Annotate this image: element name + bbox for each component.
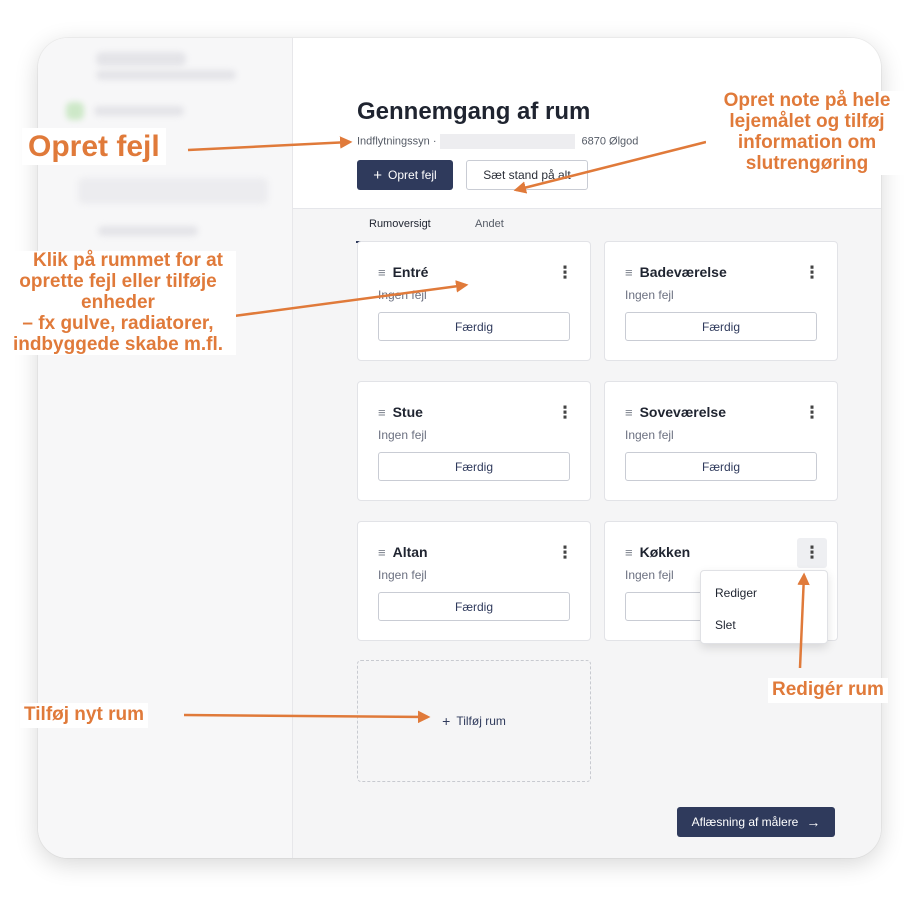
room-name: ≡ Soveværelse xyxy=(625,404,726,420)
room-card-altan[interactable]: ≡ Altan Ingen fejl ⋮ Færdig xyxy=(357,521,591,641)
room-status: Ingen fejl xyxy=(625,568,674,582)
room-card-entre[interactable]: ≡ Entré Ingen fejl ⋮ Færdig xyxy=(357,241,591,361)
drag-handle-icon[interactable]: ≡ xyxy=(625,544,633,560)
set-all-condition-button[interactable]: Sæt stand på alt xyxy=(466,160,588,190)
room-card-badevaerelse[interactable]: ≡ Badeværelse Ingen fejl ⋮ Færdig xyxy=(604,241,838,361)
room-status: Ingen fejl xyxy=(378,568,427,582)
room-name: ≡ Altan xyxy=(378,544,428,560)
room-name: ≡ Badeværelse xyxy=(625,264,727,280)
sidebar-blur xyxy=(96,52,186,66)
room-done-button[interactable]: Færdig xyxy=(378,452,570,481)
arrow-right-icon: → xyxy=(806,814,821,830)
room-name-label: Soveværelse xyxy=(639,404,726,420)
room-done-button[interactable]: Færdig xyxy=(378,312,570,341)
room-options-menu: Rediger Slet xyxy=(700,570,828,644)
page-title: Gennemgang af rum xyxy=(357,98,591,125)
plus-icon: + xyxy=(442,713,451,729)
room-name-label: Entré xyxy=(392,264,429,280)
sidebar-blur xyxy=(94,106,184,116)
room-name-label: Køkken xyxy=(639,544,691,560)
room-name-label: Badeværelse xyxy=(639,264,727,280)
drag-handle-icon[interactable]: ≡ xyxy=(378,264,386,280)
room-status: Ingen fejl xyxy=(625,288,674,302)
more-options-icon[interactable]: ⋮ xyxy=(803,403,821,422)
meter-reading-label: Aflæsning af målere xyxy=(691,815,799,829)
subtitle-suffix: 6870 Ølgod xyxy=(581,135,639,148)
room-card-stue[interactable]: ≡ Stue Ingen fejl ⋮ Færdig xyxy=(357,381,591,501)
room-status: Ingen fejl xyxy=(625,428,674,442)
room-name: ≡ Stue xyxy=(378,404,423,420)
create-error-label: Opret fejl xyxy=(388,168,437,182)
subtitle-prefix: Indflytningssyn · xyxy=(357,135,437,148)
more-options-icon[interactable]: ⋮ xyxy=(797,538,827,568)
room-done-button[interactable]: Færdig xyxy=(625,312,817,341)
create-error-button[interactable]: + Opret fejl xyxy=(357,160,453,190)
drag-handle-icon[interactable]: ≡ xyxy=(625,404,633,420)
annotation-click-room: Klik på rummet for at oprette fejl eller… xyxy=(0,250,236,356)
room-done-button[interactable]: Færdig xyxy=(378,592,570,621)
meter-reading-button[interactable]: Aflæsning af målere → xyxy=(677,807,835,837)
room-status: Ingen fejl xyxy=(378,428,427,442)
redacted-address xyxy=(440,134,576,149)
drag-handle-icon[interactable]: ≡ xyxy=(378,404,386,420)
more-options-icon[interactable]: ⋮ xyxy=(556,543,574,562)
room-name-label: Stue xyxy=(392,404,423,420)
annotation-line: – fx gulve, radiatorer, xyxy=(22,312,214,334)
room-card-sovevaerelse[interactable]: ≡ Soveværelse Ingen fejl ⋮ Færdig xyxy=(604,381,838,501)
annotation-line: enheder xyxy=(81,291,155,313)
menu-item-edit[interactable]: Rediger xyxy=(715,586,758,600)
add-room-button[interactable]: + Tilføj rum xyxy=(357,660,591,782)
annotation-add-room: Tilføj nyt rum xyxy=(20,703,148,728)
page-subtitle: Indflytningssyn · 6870 Ølgod xyxy=(357,134,638,149)
more-options-icon[interactable]: ⋮ xyxy=(803,263,821,282)
more-options-icon[interactable]: ⋮ xyxy=(556,403,574,422)
annotation-line: indbyggede skabe m.fl. xyxy=(12,333,224,355)
sidebar-blur xyxy=(96,70,236,80)
annotation-note: Opret note på hele lejemålet og tilføj i… xyxy=(706,90,908,175)
tab-room-overview[interactable]: Rumoversigt xyxy=(369,218,431,230)
room-status: Ingen fejl xyxy=(378,288,427,302)
drag-handle-icon[interactable]: ≡ xyxy=(378,544,386,560)
add-room-label: Tilføj rum xyxy=(456,714,506,728)
more-options-icon[interactable]: ⋮ xyxy=(556,263,574,282)
drag-handle-icon[interactable]: ≡ xyxy=(625,264,633,280)
sidebar-blur xyxy=(78,178,268,204)
sidebar-blur xyxy=(66,102,84,120)
room-done-button[interactable]: Færdig xyxy=(625,452,817,481)
menu-item-delete[interactable]: Slet xyxy=(715,618,736,632)
annotation-line: oprette fejl eller tilføje xyxy=(19,270,217,292)
room-name: ≡ Entré xyxy=(378,264,428,280)
tab-other[interactable]: Andet xyxy=(475,218,504,230)
room-name-label: Altan xyxy=(392,544,428,560)
annotation-create-error: Opret fejl xyxy=(22,128,166,165)
annotation-edit-room: Redigér rum xyxy=(768,678,888,703)
sidebar-blur xyxy=(98,226,198,236)
plus-icon: + xyxy=(373,166,383,184)
annotation-line: Klik på rummet for at xyxy=(32,250,224,271)
room-name: ≡ Køkken xyxy=(625,544,690,560)
